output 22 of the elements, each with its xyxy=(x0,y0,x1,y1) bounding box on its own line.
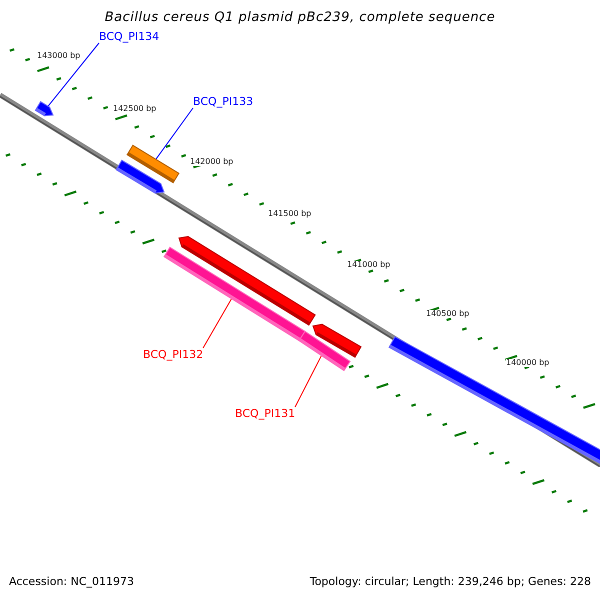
leader-line xyxy=(48,42,100,107)
scale-label: 142500 bp xyxy=(113,105,156,113)
leader-line xyxy=(294,355,322,408)
leader-line xyxy=(155,108,194,160)
leader-line xyxy=(202,298,232,348)
scale-label: 141000 bp xyxy=(347,261,390,269)
accession-note: Accession: NC_011973 xyxy=(9,576,134,587)
scale-label: 140000 bp xyxy=(506,359,550,367)
scale-label: 142000 bp xyxy=(190,158,234,166)
scale-label: 140500 bp xyxy=(426,310,470,318)
scale-label: 143000 bp xyxy=(37,52,80,60)
gene-label: BCQ_PI133 xyxy=(193,96,254,107)
gene-bar xyxy=(163,246,306,342)
title: Bacillus cereus Q1 plasmid pBc239, complete sequence xyxy=(104,11,496,24)
gene-label: BCQ_PI131 xyxy=(235,408,296,419)
sequence-summary: Topology: circular; Length: 239,246 bp; Genes: 228 xyxy=(310,576,591,587)
gene-bar xyxy=(298,330,351,372)
gene-arrow xyxy=(115,160,165,194)
scale-label: 141500 bp xyxy=(268,210,312,218)
gene-arrow xyxy=(34,101,54,116)
gene-label: BCQ_PI134 xyxy=(99,31,160,42)
gene-label: BCQ_PI132 xyxy=(143,349,204,360)
